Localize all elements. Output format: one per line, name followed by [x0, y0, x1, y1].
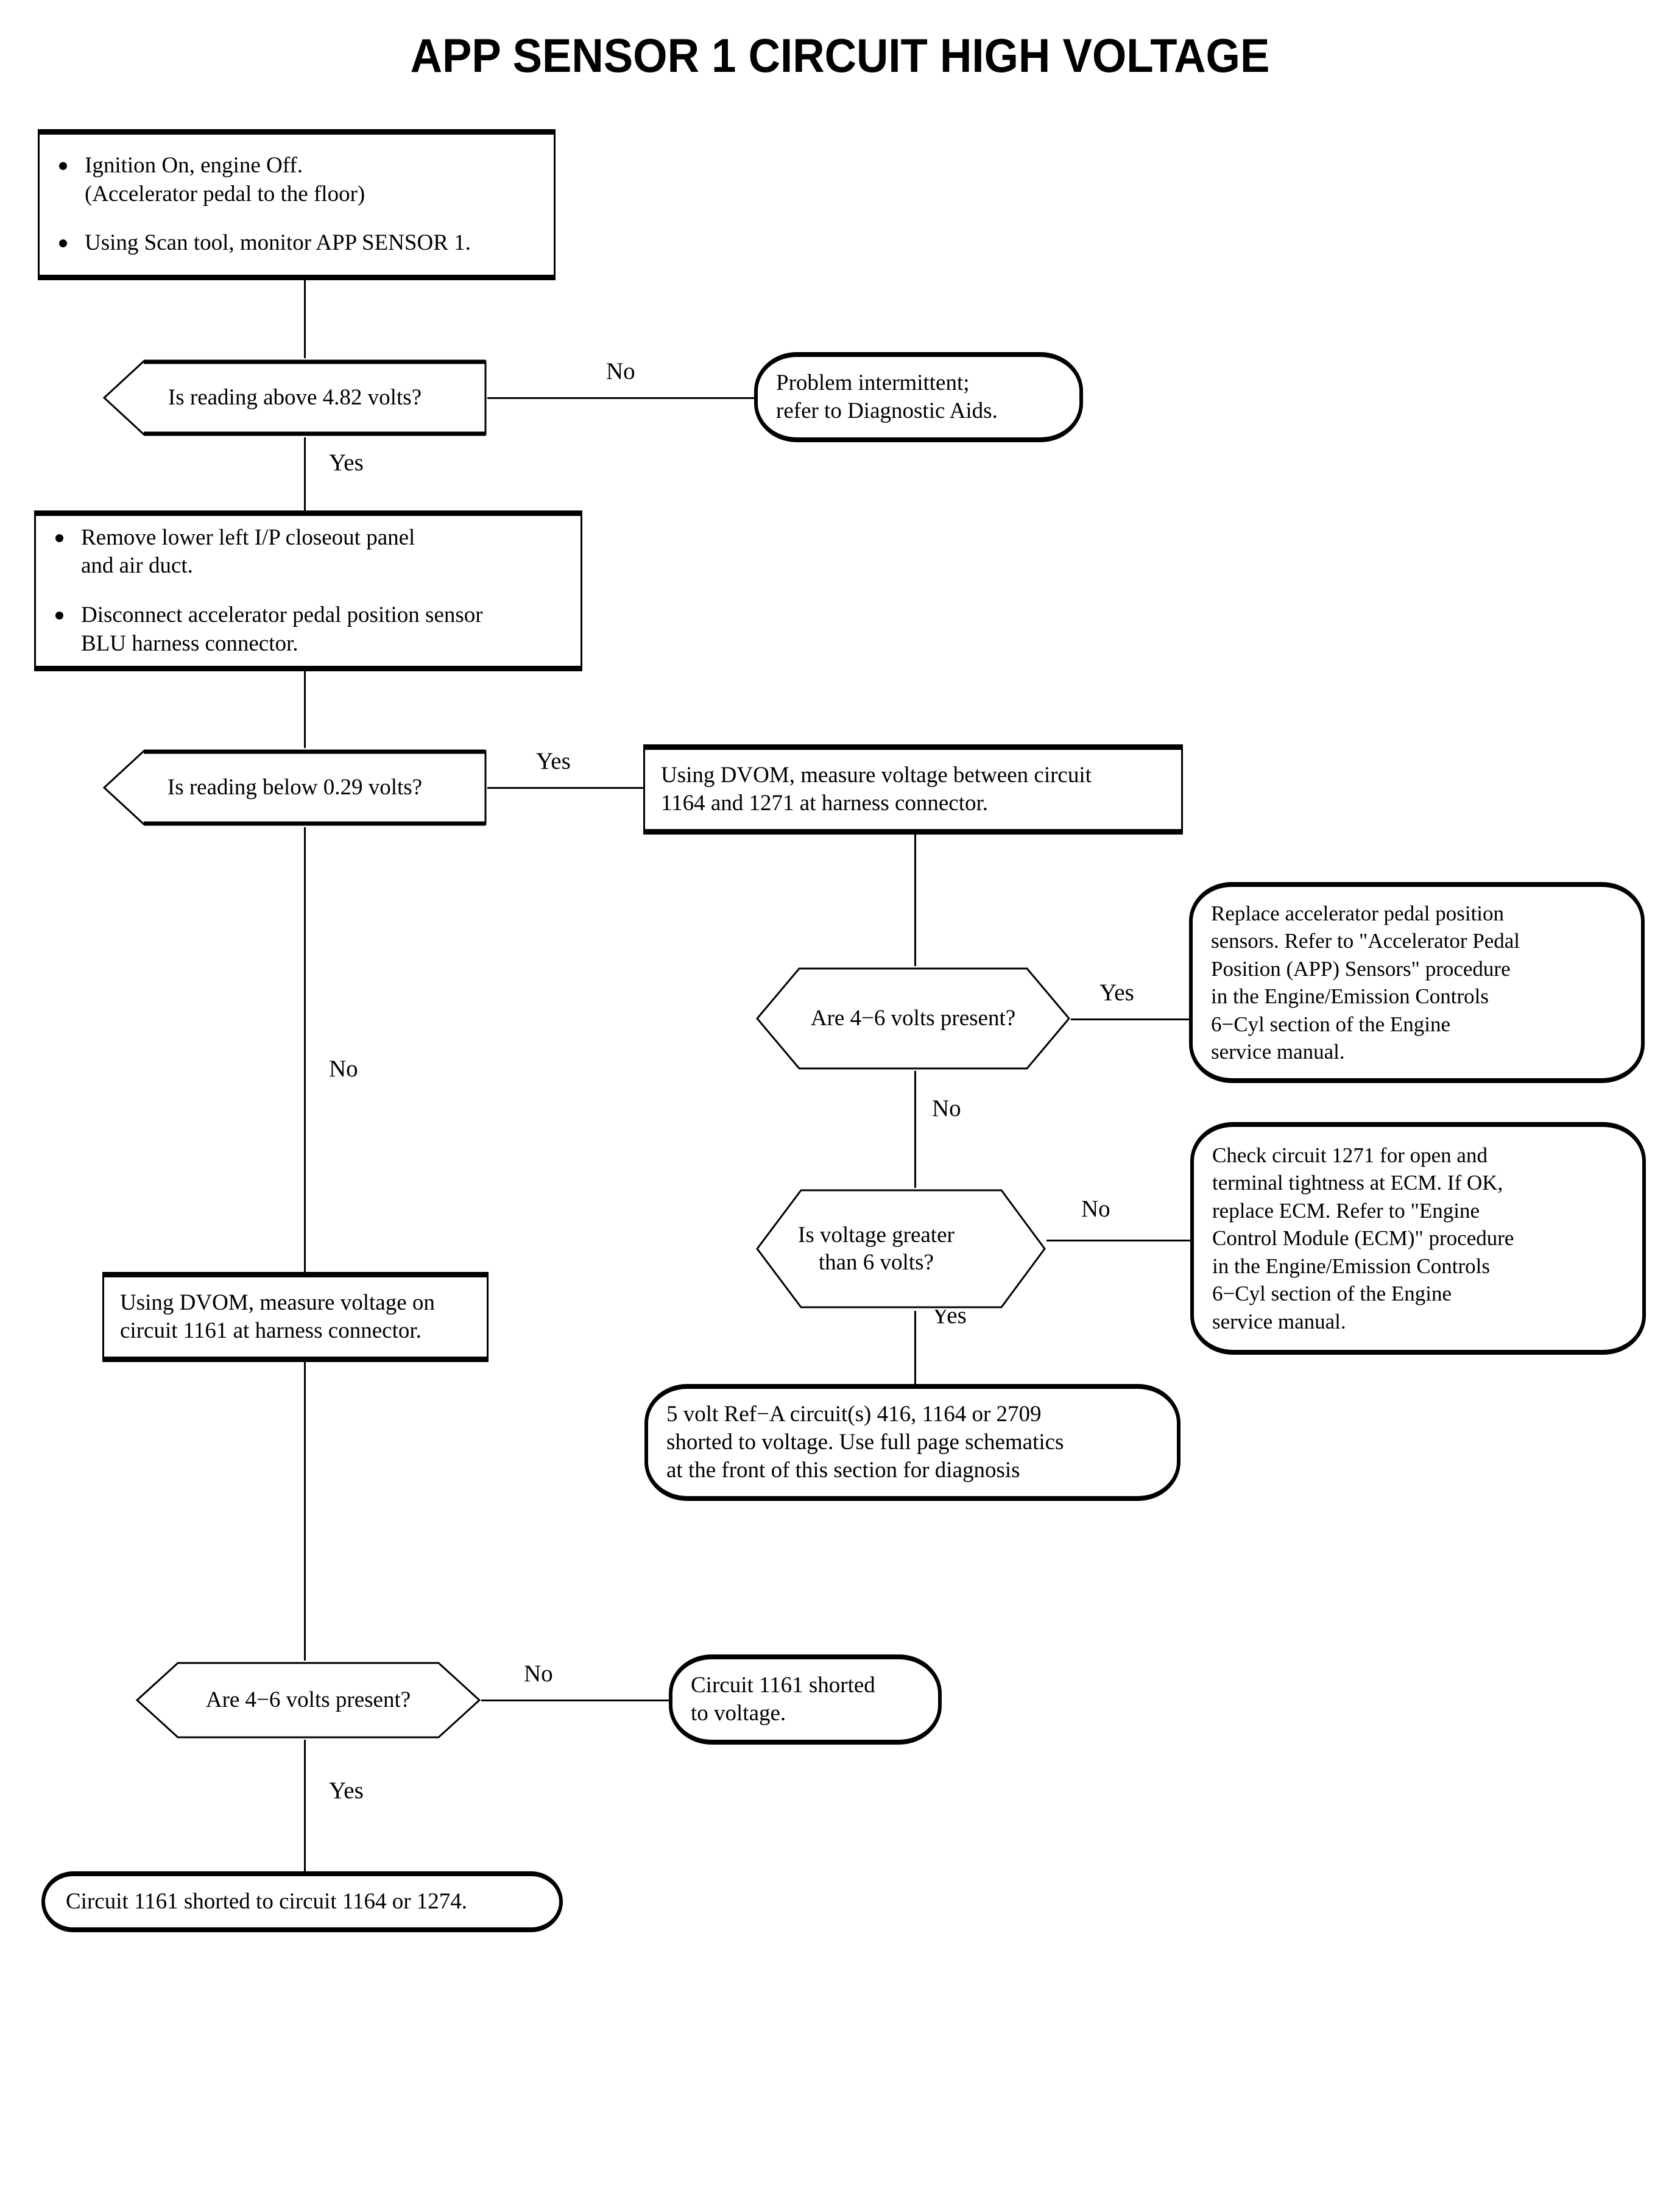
edge-label-dec1-no: No: [606, 358, 635, 384]
hexagon-outline: [756, 1189, 1046, 1308]
process-box-initial-checks: Ignition On, engine Off. (Accelerator pe…: [38, 129, 556, 280]
connector-dec4-yes-to-term4: [914, 1311, 916, 1388]
edge-label-dec2-no: No: [329, 1056, 358, 1082]
bullet-item: Using Scan tool, monitor APP SENSOR 1.: [55, 229, 538, 258]
edge-label-dec2-yes: Yes: [536, 748, 571, 774]
terminal-circuit-1161-shorted-to-voltage: Circuit 1161 shorted to voltage.: [669, 1654, 942, 1745]
terminal-check-circuit-1271-ecm: Check circuit 1271 for open and terminal…: [1190, 1122, 1646, 1355]
hexagon-outline: [135, 1662, 481, 1739]
connector-dec1-to-term1: [487, 397, 755, 399]
connector-dec2-no-to-step4: [304, 824, 306, 1279]
decision-label: Is voltage greater than 6 volts?: [798, 1222, 955, 1275]
decision-are-4-6-volts-present-lower: Are 4−6 volts present?: [135, 1661, 481, 1740]
terminal-label: Problem intermittent; refer to Diagnosti…: [776, 370, 998, 423]
connector-dec2-to-step3: [487, 787, 644, 789]
bullet-item: Ignition On, engine Off. (Accelerator pe…: [55, 152, 538, 208]
connector-dec5-to-term5: [481, 1700, 670, 1701]
process-box-remove-panel-disconnect: Remove lower left I/P closeout panel and…: [34, 510, 582, 671]
process-label: Using DVOM, measure voltage on circuit 1…: [120, 1290, 435, 1343]
bullet-item: Disconnect accelerator pedal position se…: [52, 601, 565, 658]
connector-step3-to-dec3: [914, 833, 916, 966]
connector-dec5-yes-to-term6: [304, 1723, 306, 1875]
decision-are-4-6-volts-present-upper: Are 4−6 volts present?: [755, 966, 1071, 1071]
edge-label-dec5-no: No: [524, 1661, 553, 1687]
connector-step2-to-dec2: [304, 671, 306, 781]
terminal-label: Replace accelerator pedal position senso…: [1211, 901, 1520, 1064]
decision-is-reading-below-029v: Is reading below 0.29 volts?: [102, 748, 487, 827]
process-label: Using DVOM, measure voltage between circ…: [661, 762, 1092, 816]
hexagon-outline: [102, 359, 487, 436]
terminal-label: 5 volt Ref−A circuit(s) 416, 1164 or 270…: [666, 1401, 1064, 1483]
decision-label: Is reading above 4.82 volts?: [168, 385, 422, 411]
connector-dec1-to-step2: [304, 420, 306, 512]
connector-step4-to-dec5: [304, 1335, 306, 1678]
hexagon-outline: [756, 967, 1070, 1070]
connector-step1-to-dec1: [304, 279, 306, 376]
terminal-label: Circuit 1161 shorted to voltage.: [691, 1672, 875, 1726]
connector-dec3-no-to-dec4: [914, 1071, 916, 1212]
edge-label-dec5-yes: Yes: [329, 1778, 364, 1804]
terminal-replace-app-sensors: Replace accelerator pedal position senso…: [1189, 882, 1645, 1083]
decision-is-voltage-greater-than-6v: Is voltage greater than 6 volts?: [755, 1188, 1046, 1310]
connector-dec3-to-term2: [1070, 1019, 1190, 1020]
page-title: APP SENSOR 1 CIRCUIT HIGH VOLTAGE: [410, 29, 1270, 82]
process-box-measure-1164-1271: Using DVOM, measure voltage between circ…: [643, 744, 1183, 835]
decision-label: Are 4−6 volts present?: [205, 1687, 411, 1713]
terminal-label: Circuit 1161 shorted to circuit 1164 or …: [66, 1888, 468, 1914]
terminal-5-volt-ref-a-shorted: 5 volt Ref−A circuit(s) 416, 1164 or 270…: [644, 1384, 1181, 1501]
hexagon-outline: [102, 749, 487, 826]
process-box-measure-circuit-1161: Using DVOM, measure voltage on circuit 1…: [102, 1272, 489, 1362]
terminal-circuit-1161-shorted-to-1164-or-1274: Circuit 1161 shorted to circuit 1164 or …: [41, 1871, 563, 1932]
edge-label-dec4-no: No: [1081, 1196, 1110, 1222]
decision-is-reading-above-482v: Is reading above 4.82 volts?: [102, 358, 487, 437]
decision-label: Is reading below 0.29 volts?: [167, 775, 423, 800]
edge-label-dec3-no: No: [932, 1095, 961, 1121]
edge-label-dec3-yes: Yes: [1099, 980, 1134, 1006]
connector-dec4-to-term3: [1044, 1240, 1191, 1241]
terminal-label: Check circuit 1271 for open and terminal…: [1212, 1143, 1514, 1333]
decision-label: Are 4−6 volts present?: [810, 1006, 1016, 1031]
terminal-problem-intermittent: Problem intermittent; refer to Diagnosti…: [754, 352, 1083, 442]
bullet-item: Remove lower left I/P closeout panel and…: [52, 524, 565, 581]
edge-label-dec1-yes: Yes: [329, 450, 364, 476]
